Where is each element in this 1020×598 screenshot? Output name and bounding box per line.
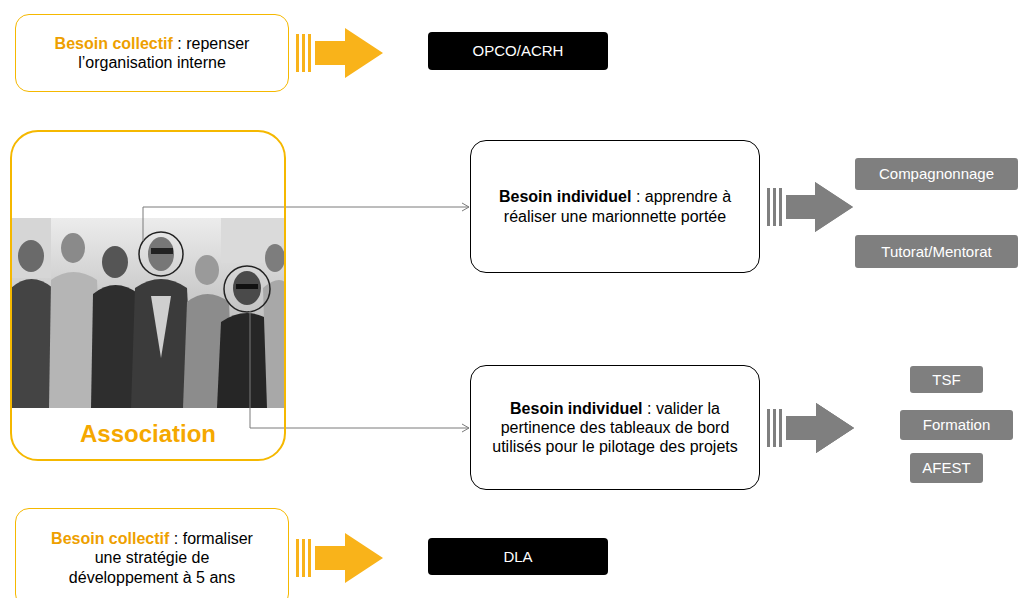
- box-label: Formation: [923, 416, 991, 433]
- block-arrow-connector: [296, 28, 383, 78]
- crowd-photo: [11, 218, 285, 408]
- box-label: Compagnonnage: [879, 165, 994, 182]
- need-heading: Besoin collectif: [51, 530, 169, 547]
- block-arrow: [767, 403, 854, 453]
- block-arrow: [767, 182, 853, 232]
- block-arrow-connector: [767, 182, 853, 232]
- individual-need-box: Besoin individuel: apprendre à réaliser …: [470, 140, 760, 273]
- block-arrow-connector: [767, 403, 854, 453]
- box-label: DLA: [503, 548, 532, 565]
- text-block: Besoin collectif: formaliser une stratég…: [48, 529, 256, 587]
- individual-need-box: Besoin individuel: valider la pertinence…: [470, 365, 760, 490]
- text-block: AFEST: [922, 459, 970, 477]
- collective-need-box: Besoin collectif: repenser l’organisatio…: [15, 14, 289, 92]
- photo-ground: [11, 218, 285, 408]
- text-block: Besoin collectif: repenser l’organisatio…: [46, 34, 258, 72]
- leader-line: [250, 311, 469, 432]
- need-heading: Besoin collectif: [55, 35, 173, 52]
- need-heading: Besoin individuel: [499, 188, 631, 205]
- text-block: TSF: [932, 371, 960, 389]
- highlight-circle: [139, 232, 183, 276]
- block-arrow-connector: [767, 403, 854, 453]
- block-arrow: [767, 403, 854, 453]
- box-label: AFEST: [922, 459, 970, 476]
- box-label: TSF: [932, 371, 960, 388]
- block-arrow: [767, 182, 853, 232]
- tool-box: AFEST: [910, 453, 983, 483]
- block-arrow-connector: [767, 182, 853, 232]
- block-arrow: [767, 403, 854, 453]
- tool-box: TSF: [910, 366, 983, 393]
- highlight-circle: [224, 266, 270, 312]
- resource-box: DLA: [428, 538, 608, 575]
- text-block: Besoin individuel: apprendre à réaliser …: [495, 187, 735, 225]
- leader-line: [143, 203, 469, 241]
- leader-connector: [143, 203, 469, 241]
- block-arrow-connector: [767, 403, 854, 453]
- tool-box: Formation: [900, 410, 1013, 440]
- association-frame: Association: [10, 130, 286, 461]
- box-label: Tutorat/Mentorat: [881, 243, 991, 260]
- text-block: Tutorat/Mentorat: [881, 243, 991, 261]
- text-block: OPCO/ACRH: [473, 42, 564, 60]
- block-arrow-connector: [296, 533, 383, 583]
- tool-box: Compagnonnage: [855, 158, 1018, 190]
- need-heading: Besoin individuel: [510, 400, 642, 417]
- text-block: Association: [80, 420, 216, 449]
- box-label: Association: [80, 420, 216, 447]
- text-block: Compagnonnage: [879, 165, 994, 183]
- block-arrow: [296, 28, 383, 78]
- tool-box: Tutorat/Mentorat: [855, 235, 1018, 268]
- block-arrow: [296, 533, 383, 583]
- collective-need-box: Besoin collectif: formaliser une stratég…: [15, 508, 289, 598]
- resource-box: OPCO/ACRH: [428, 32, 608, 70]
- leader-connector: [250, 311, 469, 432]
- text-block: Formation: [923, 416, 991, 434]
- text-block: DLA: [503, 548, 532, 566]
- crowd-figures: [11, 218, 285, 408]
- box-label: OPCO/ACRH: [473, 42, 564, 59]
- text-block: Besoin individuel: valider la pertinence…: [491, 399, 739, 457]
